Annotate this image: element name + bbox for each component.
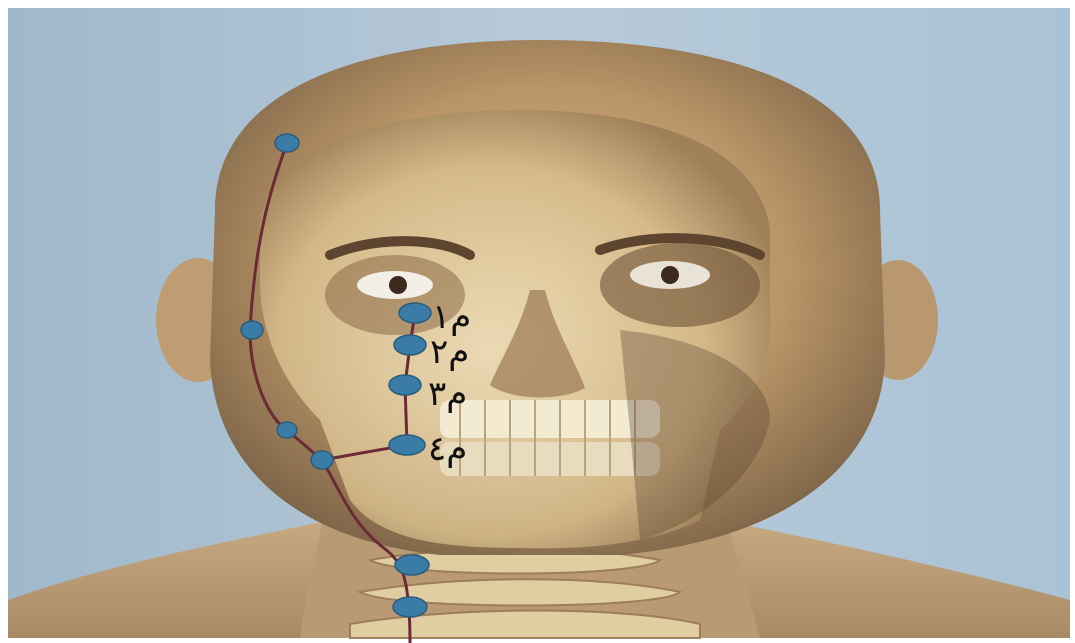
label-m1: م١ xyxy=(432,300,471,334)
acupoint-ear xyxy=(241,321,263,339)
label-m2: م٢ xyxy=(430,335,469,369)
acupoint-m1 xyxy=(399,303,431,323)
acupoint-m3 xyxy=(389,375,421,395)
teeth xyxy=(440,400,660,476)
acupoint-neck-1 xyxy=(395,555,429,575)
left-pupil xyxy=(389,276,407,294)
acupoint-m2 xyxy=(394,335,426,355)
label-m4: م٤ xyxy=(428,432,467,466)
right-pupil xyxy=(661,266,679,284)
acupoint-m4 xyxy=(389,435,425,455)
acupoint-neck-2 xyxy=(393,597,427,617)
acupoint-jaw-2 xyxy=(311,451,333,469)
acupoint-temple xyxy=(275,134,299,152)
acupoint-jaw-1 xyxy=(277,422,297,438)
label-m3: م٣ xyxy=(428,377,467,411)
